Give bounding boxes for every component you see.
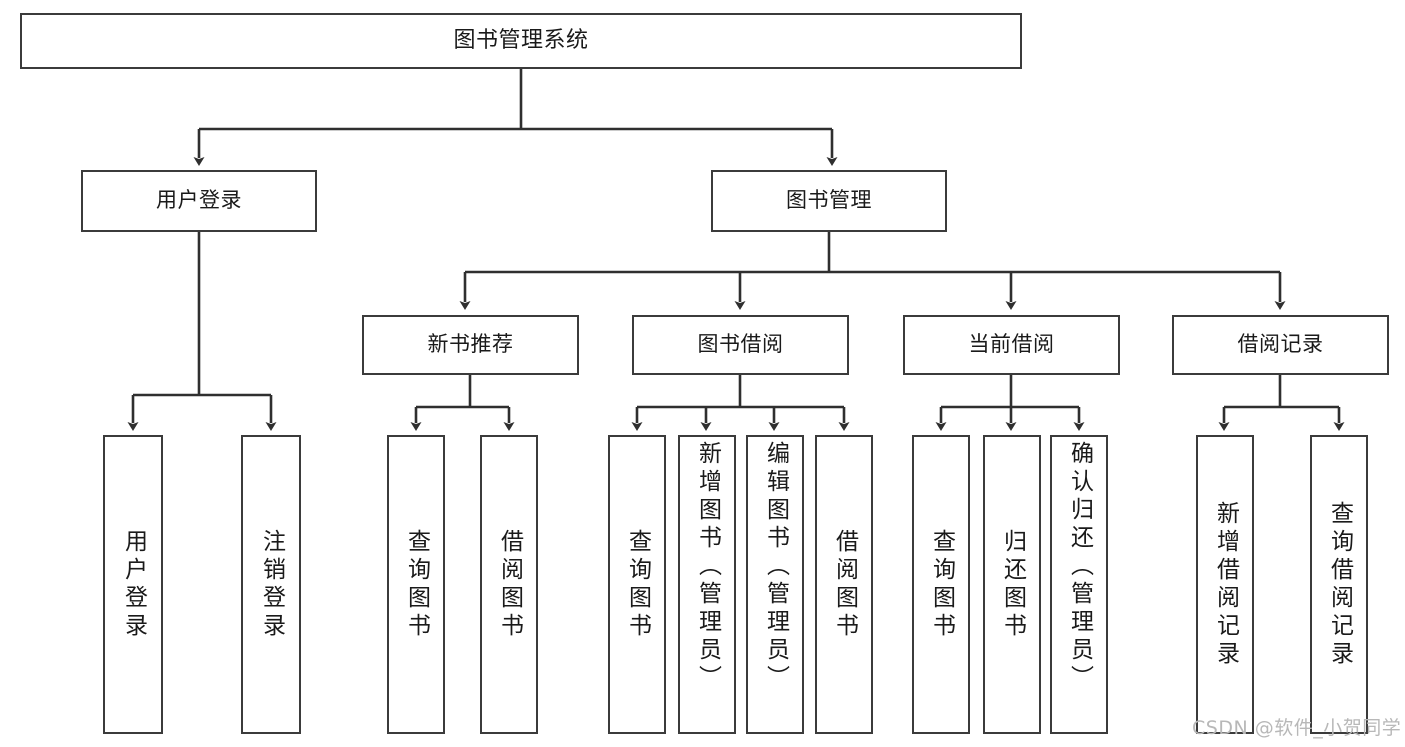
node-label: 归还图书 [999,528,1026,641]
node-book-management[interactable]: 图书管理 [711,170,947,232]
node-label: 借阅图书 [831,528,858,641]
node-user-login[interactable]: 用户登录 [81,170,317,232]
node-label: 查询图书 [624,528,651,641]
leaf-borrow-record-query-record[interactable]: 查询借阅记录 [1310,435,1368,734]
leaf-new-book-query-book[interactable]: 查询图书 [387,435,445,734]
leaf-book-borrow-query-book[interactable]: 查询图书 [608,435,666,734]
node-label: 查询借阅记录 [1326,500,1353,669]
node-label: 图书管理 [786,188,872,213]
leaf-user-login-logout[interactable]: 注销登录 [241,435,301,734]
leaf-book-borrow-edit-book-admin[interactable]: 编辑图书（管理员） [746,435,804,734]
node-label: 查询图书 [403,528,430,641]
leaf-current-borrow-return-book[interactable]: 归还图书 [983,435,1041,734]
watermark: CSDN @软件_小贺同学 [1192,717,1402,739]
leaf-book-borrow-borrow-book[interactable]: 借阅图书 [815,435,873,734]
node-current-borrow[interactable]: 当前借阅 [903,315,1120,375]
node-label: 编辑图书（管理员） [762,441,789,693]
node-root-book-management-system[interactable]: 图书管理系统 [20,13,1022,69]
leaf-borrow-record-add-record[interactable]: 新增借阅记录 [1196,435,1254,734]
node-book-borrow[interactable]: 图书借阅 [632,315,849,375]
node-new-book-recommend[interactable]: 新书推荐 [362,315,579,375]
node-label: 新书推荐 [427,332,514,357]
leaf-book-borrow-add-book-admin[interactable]: 新增图书（管理员） [678,435,736,734]
node-label: 图书管理系统 [453,27,589,53]
node-label: 查询图书 [928,528,955,641]
leaf-new-book-borrow-book[interactable]: 借阅图书 [480,435,538,734]
leaf-user-login-login[interactable]: 用户登录 [103,435,163,734]
node-label: 图书借阅 [697,332,784,357]
node-label: 新增图书（管理员） [694,441,721,693]
node-borrow-record[interactable]: 借阅记录 [1172,315,1389,375]
node-label: 注销登录 [258,528,285,641]
leaf-current-borrow-confirm-return-admin[interactable]: 确认归还（管理员） [1050,435,1108,734]
node-label: 借阅记录 [1237,332,1324,357]
node-label: 用户登录 [120,528,147,641]
node-label: 借阅图书 [496,528,523,641]
node-label: 新增借阅记录 [1212,500,1239,669]
node-label: 确认归还（管理员） [1066,441,1093,693]
node-label: 当前借阅 [968,332,1055,357]
node-label: 用户登录 [156,188,242,213]
leaf-current-borrow-query-book[interactable]: 查询图书 [912,435,970,734]
